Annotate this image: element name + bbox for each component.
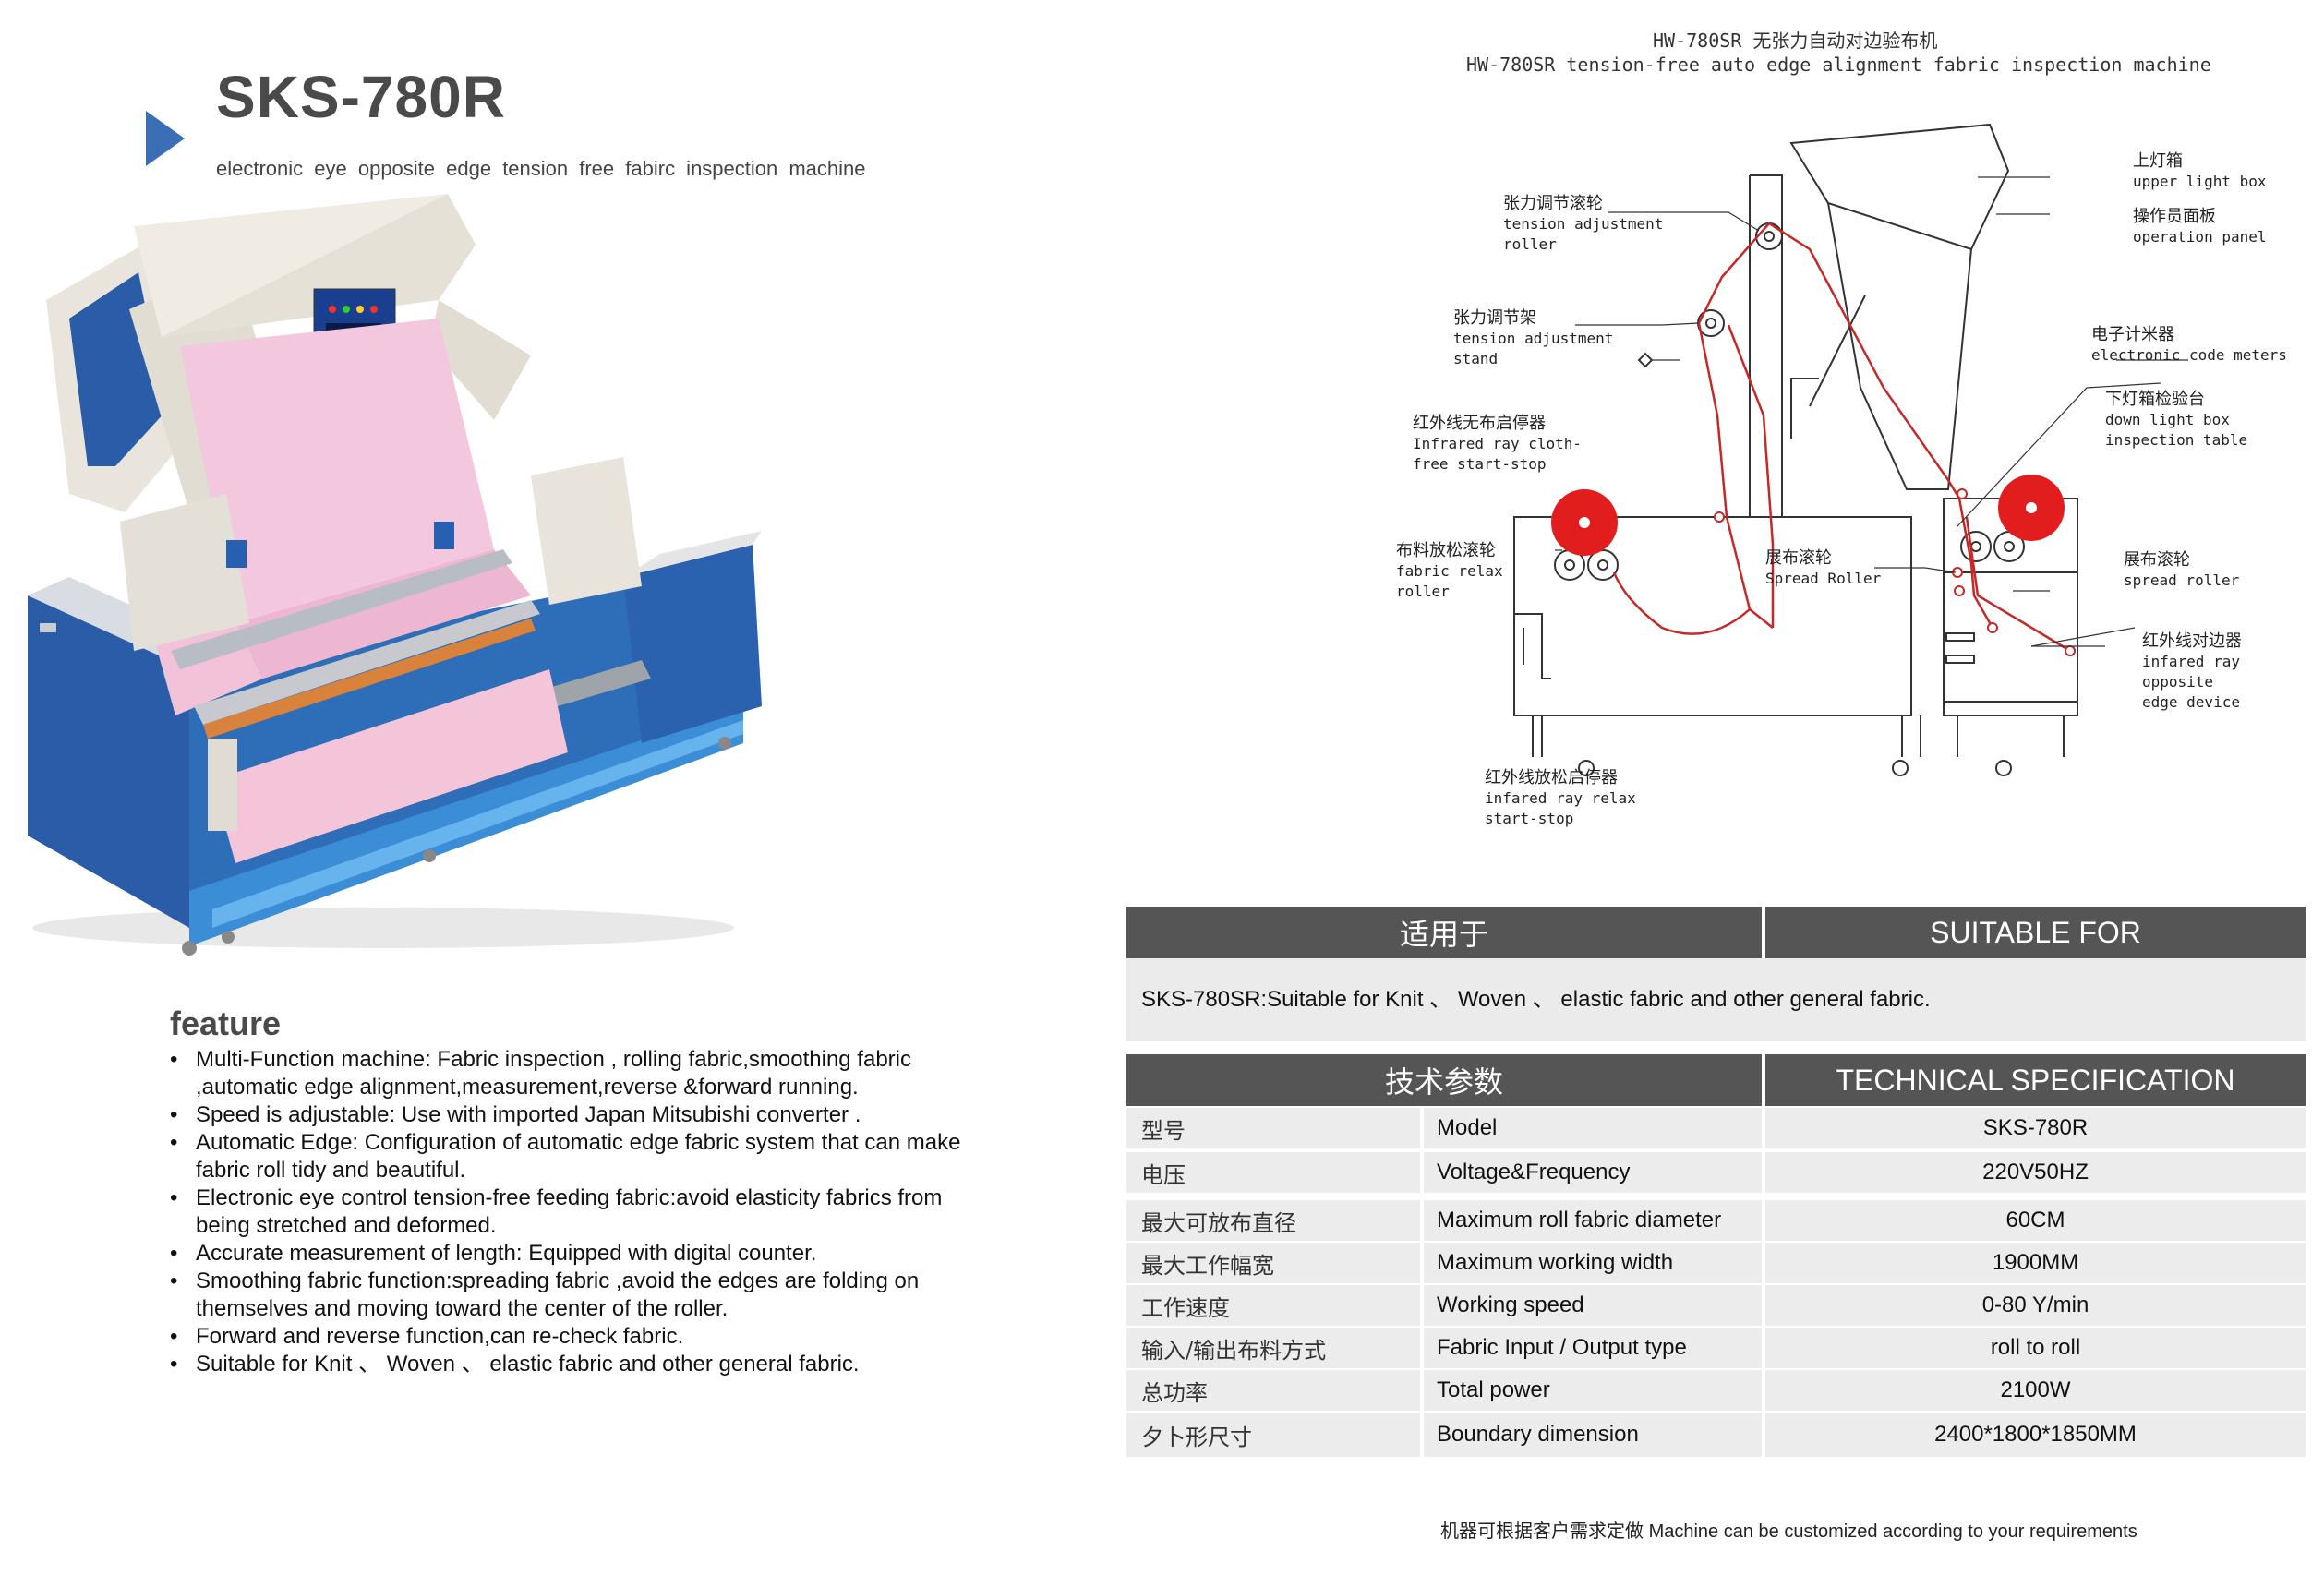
product-model-title: SKS-780R	[216, 64, 506, 130]
feature-item: Speed is adjustable: Use with imported J…	[170, 1101, 1001, 1129]
suitable-row	[1126, 958, 2306, 1041]
suitable-header-en: SUITABLE FOR	[1930, 915, 2141, 949]
spec-label-en: Working speed	[1420, 1285, 1762, 1326]
spec-label-en: Maximum working width	[1420, 1243, 1762, 1283]
spec-label-en: Total power	[1420, 1370, 1762, 1411]
feature-item: Smoothing fabric function:spreading fabr…	[170, 1268, 1001, 1323]
spec-label-cn: 最大工作幅宽	[1141, 1252, 1274, 1279]
spec-header: 技术参数 TECHNICAL SPECIFICATION	[1126, 1054, 2306, 1106]
spec-row: 型号 Model SKS-780R	[1126, 1108, 2306, 1148]
spec-label-en: Maximum roll fabric diameter	[1420, 1200, 1762, 1241]
product-description: electronic eye opposite edge tension fre…	[216, 157, 866, 180]
spec-label-en: Model	[1420, 1108, 1762, 1148]
header-divider	[1762, 1054, 1765, 1106]
spec-value: SKS-780R	[1762, 1108, 2306, 1148]
spec-header-en: TECHNICAL SPECIFICATION	[1836, 1063, 2235, 1097]
label-down-light-box: 下灯箱检验台 down light box inspection table	[2105, 390, 2248, 449]
header-divider	[1762, 907, 1765, 958]
spec-row: 输入/输出布料方式 Fabric Input / Output type rol…	[1126, 1328, 2306, 1368]
feature-item: Electronic eye control tension-free feed…	[170, 1184, 1001, 1240]
label-fabric-relax-roller: 布料放松滚轮 fabric relax roller	[1396, 541, 1503, 600]
spec-row: 电压 Voltage&Frequency 220V50HZ	[1126, 1152, 2306, 1193]
diagram-title-en: HW-780SR tension-free auto edge alignmen…	[1466, 54, 2211, 76]
spec-label-en: Fabric Input / Output type	[1420, 1328, 1762, 1368]
suitable-header-cn: 适用于	[1399, 917, 1488, 952]
diagram-title-cn: HW-780SR 无张力自动对边验布机	[1653, 30, 1938, 52]
machine-photo	[28, 194, 762, 956]
label-tension-stand: 张力调节架 tension adjustment stand	[1453, 308, 1614, 367]
customization-note-en: Machine can be customized according to y…	[1648, 1521, 2137, 1542]
spec-label-en: Voltage&Frequency	[1420, 1152, 1762, 1193]
suitable-header: 适用于 SUITABLE FOR	[1126, 907, 2306, 958]
spec-label-cn: 总功率	[1141, 1379, 1208, 1406]
diagram-drawing	[1513, 123, 2188, 776]
spec-label-cn: 电压	[1141, 1161, 1186, 1188]
label-operation-panel: 操作员面板 operation panel	[2133, 207, 2267, 246]
spec-label-cn: 夕卜形尺寸	[1141, 1424, 1252, 1450]
machine-diagram: 上灯箱 upper light box 操作员面板 operation pane…	[1385, 111, 2308, 849]
spec-value: 60CM	[1762, 1200, 2306, 1241]
feature-item: Multi-Function machine: Fabric inspectio…	[170, 1046, 1001, 1101]
feature-item: Automatic Edge: Configuration of automat…	[170, 1129, 1001, 1184]
spec-value: 2100W	[1762, 1370, 2306, 1411]
spec-row: 工作速度 Working speed 0-80 Y/min	[1126, 1285, 2306, 1326]
feature-list: Multi-Function machine: Fabric inspectio…	[170, 1046, 1001, 1378]
feature-item: Accurate measurement of length: Equipped…	[170, 1240, 1001, 1268]
label-code-meters: 电子计米器 electronic code meters	[2091, 325, 2287, 364]
spec-value: 0-80 Y/min	[1762, 1285, 2306, 1326]
spec-label-cn: 最大可放布直径	[1141, 1209, 1296, 1236]
label-tension-roller: 张力调节滚轮 tension adjustment roller	[1503, 194, 1664, 253]
spec-label-cn: 工作速度	[1141, 1294, 1230, 1321]
spec-row: 最大工作幅宽 Maximum working width 1900MM	[1126, 1243, 2306, 1283]
feature-item: Forward and reverse function,can re-chec…	[170, 1323, 1001, 1351]
label-upper-light-box: 上灯箱 upper light box	[2133, 151, 2267, 190]
spec-value: 1900MM	[1762, 1243, 2306, 1283]
customization-note-cn: 机器可根据客户需求定做	[1440, 1520, 1644, 1542]
label-infrared-relax: 红外线放松启停器 infared ray relax start-stop	[1485, 768, 1636, 827]
spec-value: 2400*1800*1850MM	[1762, 1413, 2306, 1457]
spec-label-en: Boundary dimension	[1420, 1413, 1762, 1457]
label-infrared-cloth-free: 红外线无布启停器 Infrared ray cloth- free start-…	[1413, 414, 1583, 473]
customization-note: 机器可根据客户需求定做 Machine can be customized ac…	[1440, 1516, 2137, 1543]
suitable-text: SKS-780SR:Suitable for Knit 、 Woven 、 el…	[1141, 987, 1931, 1012]
label-spread-roller-left: 展布滚轮 Spread Roller	[1765, 548, 1882, 587]
feature-heading: feature	[170, 1004, 282, 1042]
spec-value: 220V50HZ	[1762, 1152, 2306, 1193]
spec-header-cn: 技术参数	[1384, 1064, 1503, 1100]
label-spread-roller-right: 展布滚轮 spread roller	[2124, 550, 2240, 589]
spec-value: roll to roll	[1762, 1328, 2306, 1368]
spec-label-cn: 输入/输出布料方式	[1141, 1337, 1327, 1364]
label-infrared-edge-device: 红外线对边器 infared ray opposite edge device	[2142, 631, 2242, 711]
spec-row: 总功率 Total power 2100W	[1126, 1370, 2306, 1411]
spec-row: 夕卜形尺寸 Boundary dimension 2400*1800*1850M…	[1126, 1413, 2306, 1457]
feature-item: Suitable for Knit 、 Woven 、 elastic fabr…	[170, 1351, 1001, 1378]
spec-row: 最大可放布直径 Maximum roll fabric diameter 60C…	[1126, 1200, 2306, 1241]
play-triangle-icon	[146, 111, 185, 166]
spec-label-cn: 型号	[1141, 1117, 1186, 1144]
